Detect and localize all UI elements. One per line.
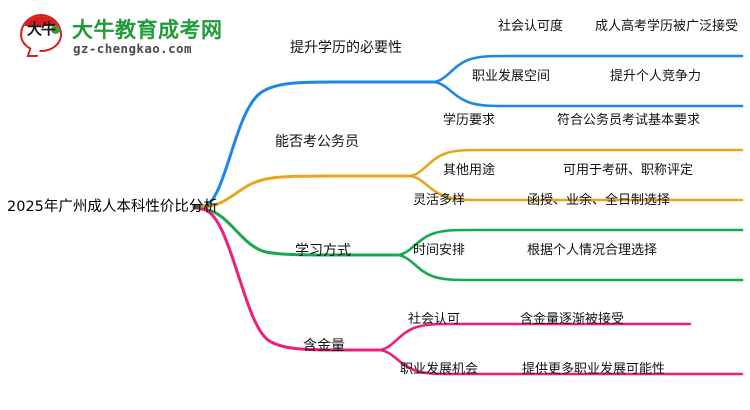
branch-label-2[interactable]: 学习方式 [295, 243, 351, 259]
branch-label-0[interactable]: 提升学历的必要性 [290, 40, 402, 56]
branch-line-1-trunk [199, 174, 410, 209]
branch-line-3-fork-upper [376, 322, 692, 352]
root-node-label[interactable]: 2025年广州成人本科性价比分析 [7, 199, 218, 215]
branch-3-child-0-label[interactable]: 社会认可 [408, 312, 461, 327]
branch-label-1[interactable]: 能否考公务员 [275, 134, 359, 150]
logo-subtitle: gz-chengkao.com [73, 41, 192, 56]
branch-line-2-fork-upper [394, 228, 744, 257]
branch-1-child-1-label[interactable]: 其他用途 [443, 163, 496, 178]
branch-line-0-fork-lower [430, 80, 744, 108]
branch-2-child-0-label[interactable]: 灵活多样 [413, 193, 466, 208]
branch-line-3-trunk [199, 207, 380, 352]
logo-mark-label: 大牛 [26, 20, 56, 38]
branch-3-child-1-detail[interactable]: 提供更多职业发展可能性 [522, 362, 666, 377]
branch-2-child-0-detail[interactable]: 函授、业余、全日制选择 [527, 193, 671, 208]
branch-1-child-0-label[interactable]: 学历要求 [443, 113, 496, 128]
branch-label-3[interactable]: 含金量 [303, 338, 345, 354]
branch-0-child-0-detail[interactable]: 成人高考学历被广泛接受 [595, 19, 739, 34]
branch-line-0-trunk [199, 80, 434, 209]
branch-3-child-0-detail[interactable]: 含金量逐渐被接受 [520, 312, 625, 327]
green-dot-icon [51, 25, 60, 34]
branch-1-child-0-detail[interactable]: 符合公务员考试基本要求 [557, 113, 701, 128]
branch-line-0-fork-upper [430, 54, 744, 84]
branch-line-3-fork-lower [376, 348, 744, 376]
branch-1-child-1-detail[interactable]: 可用于考研、职称评定 [563, 163, 694, 178]
branch-line-2-fork-lower [394, 253, 744, 282]
branch-line-1-fork-lower [406, 174, 744, 202]
logo-mark-icon: 大牛 [18, 12, 64, 58]
branch-2-child-1-detail[interactable]: 根据个人情况合理选择 [527, 243, 658, 258]
branch-0-child-1-detail[interactable]: 提升个人竞争力 [610, 69, 702, 84]
branch-line-1-fork-upper [406, 148, 744, 178]
site-logo: 大牛 大牛教育成考网 gz-chengkao.com [18, 10, 228, 62]
branch-0-child-1-label[interactable]: 职业发展空间 [472, 69, 551, 84]
branch-line-2-trunk [199, 207, 398, 257]
branch-2-child-1-label[interactable]: 时间安排 [413, 243, 466, 258]
branch-3-child-1-label[interactable]: 职业发展机会 [400, 362, 479, 377]
logo-title: 大牛教育成考网 [72, 18, 223, 42]
branch-0-child-0-label[interactable]: 社会认可度 [498, 19, 564, 34]
bubble-top-band [22, 16, 60, 26]
